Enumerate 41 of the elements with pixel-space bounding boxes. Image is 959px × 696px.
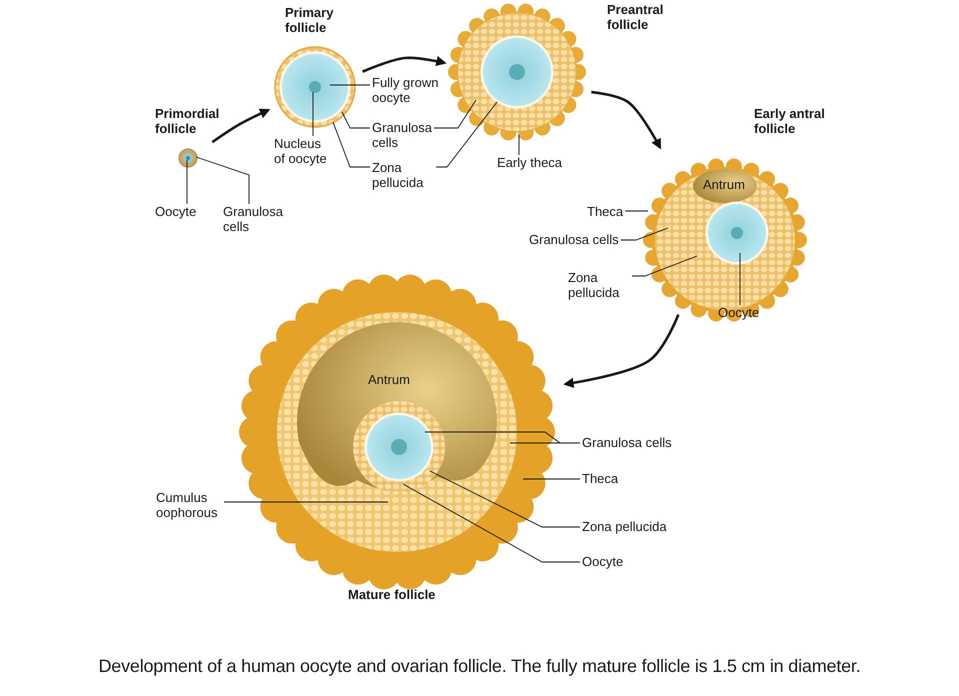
part-label: Zona pellucida <box>372 160 434 190</box>
follicle-stage-heading: Primordial follicle <box>155 106 220 136</box>
part-label: Theca <box>582 471 618 486</box>
follicle-stage-heading: Early antral follicle <box>754 106 826 136</box>
part-label: Granulosa cells <box>372 120 432 150</box>
part-label: Oocyte <box>582 554 624 569</box>
leader-line <box>330 84 370 86</box>
follicle-stage-heading: Mature follicle <box>348 587 436 602</box>
part-label: Oocyte <box>155 204 196 219</box>
stage-arrow <box>591 90 662 150</box>
leader-line <box>436 102 498 168</box>
stage-arrow <box>212 108 270 144</box>
region-label: Antrum <box>703 177 745 192</box>
part-label: Cumulus oophorous <box>156 490 222 520</box>
leader-line <box>620 228 668 240</box>
leader-line <box>632 256 698 276</box>
part-label: Early theca <box>497 155 562 170</box>
part-label: Zona pellucida <box>582 519 667 534</box>
leader-line <box>434 100 476 128</box>
part-label: Zona pellucida <box>568 270 630 300</box>
leader-line <box>518 134 520 156</box>
figure-caption: Development of a human oocyte and ovarian follicle. The fully mature follicle is 1.5 cm in diameter. <box>97 656 862 677</box>
part-label: Oocyte <box>718 305 760 320</box>
part-label: Fully grown oocyte <box>372 75 456 105</box>
part-label: Nucleus of oocyte <box>274 136 332 166</box>
leader-line <box>332 122 370 168</box>
stage-arrow <box>563 314 680 388</box>
region-label: Antrum <box>368 372 410 387</box>
leader-line <box>342 112 370 128</box>
part-label: Granulosa cells <box>582 435 672 450</box>
part-label: Granulosa cells <box>223 204 289 234</box>
leader-line <box>430 470 580 528</box>
leader-line <box>196 156 250 204</box>
stage-arrow <box>362 56 447 73</box>
leader-line <box>186 160 188 204</box>
leader-line <box>624 210 648 212</box>
follicle-stage-heading: Preantral follicle <box>607 2 664 32</box>
part-label: Granulosa cells <box>529 232 619 247</box>
follicle-stage-heading: Primary follicle <box>285 5 334 35</box>
leader-line <box>402 484 580 562</box>
part-label: Theca <box>587 204 624 219</box>
